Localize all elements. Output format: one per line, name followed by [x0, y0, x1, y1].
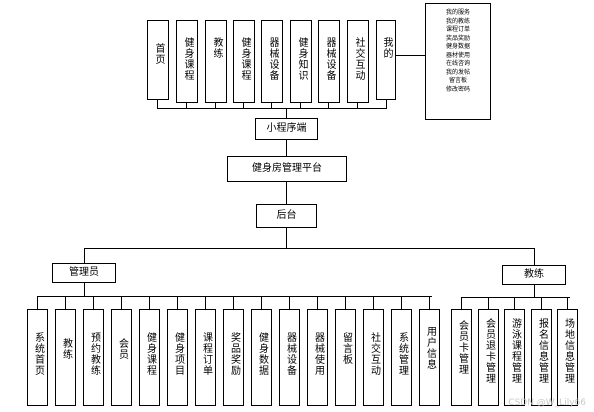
admin-module-label: 课程订单	[200, 332, 212, 376]
mine-item: 器材使用	[445, 51, 470, 59]
admin-module-label: 器械使用	[312, 332, 324, 376]
admin-node: 管理员	[52, 263, 116, 283]
admin-module-label: 健身数据	[256, 332, 268, 376]
admin-module-prize-reward: 奖品奖励	[223, 309, 244, 406]
coach-module-registration-info: 报名信息管理	[531, 309, 552, 406]
mp-module-mine: 我的	[376, 20, 396, 100]
admin-module-label: 预约教练	[88, 332, 100, 376]
mp-module-label: 健身课程	[182, 37, 193, 81]
coach-module-label: 会员卡管理	[456, 320, 468, 375]
mp-module-equipment: 器械设备	[261, 20, 283, 103]
admin-module-label: 健身课程	[144, 332, 156, 376]
admin-module-coach: 教练	[55, 309, 76, 406]
admin-module-label: 系统管理	[396, 332, 408, 376]
mp-module-label: 社交互动	[353, 37, 364, 81]
mp-module-fitness-course-2: 健身课程	[233, 20, 255, 103]
coach-module-venue-info: 场地信息管理	[557, 309, 578, 406]
mp-module-home: 首页	[147, 20, 169, 100]
mine-item: 健身数据	[445, 43, 470, 50]
admin-module-label: 留言板	[340, 332, 352, 365]
admin-module-equipment: 器械设备	[279, 309, 300, 406]
admin-module-fitness-project: 健身项目	[167, 309, 188, 406]
admin-module-fitness-data: 健身数据	[251, 309, 272, 406]
admin-module-label: 会员	[116, 338, 128, 360]
admin-module-label: 用户信息	[424, 326, 436, 370]
coach-node: 教练	[502, 265, 566, 285]
mine-item: 在线咨询	[445, 60, 470, 67]
admin-module-system-home: 系统首页	[27, 309, 48, 406]
mine-item: 我的教练	[445, 17, 470, 25]
admin-module-fitness-course: 健身课程	[139, 309, 160, 406]
mp-module-coach: 教练	[205, 20, 227, 103]
backend-label: 后台	[276, 210, 297, 221]
admin-module-book-coach: 预约教练	[83, 309, 104, 406]
admin-module-label: 系统首页	[32, 332, 44, 376]
admin-module-label: 器械设备	[284, 332, 296, 376]
admin-module-user-info: 用户信息	[419, 309, 440, 406]
platform-node: 健身房管理平台	[227, 156, 347, 182]
coach-module-member-card-refund: 会员退卡管理	[478, 309, 499, 406]
mp-module-social: 社交互动	[347, 20, 369, 103]
mp-module-label: 器械设备	[324, 37, 335, 81]
coach-module-member-card: 会员卡管理	[451, 309, 472, 406]
mp-module-label: 健身知识	[296, 37, 307, 81]
admin-module-label: 社交互动	[368, 332, 380, 376]
admin-label: 管理员	[69, 267, 99, 278]
backend-node: 后台	[256, 204, 317, 228]
mp-module-label: 器械设备	[267, 37, 278, 81]
coach-module-label: 游泳课程管理	[509, 318, 521, 384]
admin-module-label: 健身项目	[172, 332, 184, 376]
coach-module-label: 会员退卡管理	[483, 318, 495, 384]
mine-item: 奖品奖励	[445, 34, 470, 42]
admin-module-member: 会员	[111, 309, 132, 406]
admin-module-label: 奖品奖励	[228, 332, 240, 376]
admin-module-label: 教练	[60, 338, 72, 360]
mine-item: 我的服务	[445, 9, 470, 16]
coach-module-label: 报名信息管理	[536, 318, 548, 384]
mp-module-label: 我的	[381, 37, 392, 59]
mp-module-equipment-2: 器械设备	[318, 20, 340, 103]
admin-module-social: 社交互动	[363, 309, 384, 406]
mp-module-fitness-course: 健身课程	[176, 20, 198, 103]
platform-label: 健身房管理平台	[252, 163, 322, 174]
admin-module-system-management: 系统管理	[391, 309, 412, 406]
mp-module-label: 教练	[211, 37, 222, 59]
miniprogram-label: 小程序端	[266, 123, 307, 134]
miniprogram-node: 小程序端	[255, 118, 318, 140]
coach-module-swimming-course: 游泳课程管理	[504, 309, 525, 406]
coach-label: 教练	[524, 269, 544, 280]
admin-module-equipment-usage: 器械使用	[307, 309, 328, 406]
mp-module-label: 健身课程	[239, 37, 250, 81]
mine-item: 修改密码	[445, 85, 470, 93]
mine-item: 我的发帖	[445, 68, 470, 76]
admin-module-message-board: 留言板	[335, 309, 356, 406]
mp-module-label: 首页	[153, 43, 164, 65]
watermark: CSDN @W_Lily66	[508, 398, 586, 408]
mine-items-list: 我的服务 我的教练 课程订单 奖品奖励 健身数据 器材使用 在线咨询 我的发帖 …	[425, 3, 491, 120]
coach-module-label: 场地信息管理	[562, 318, 574, 384]
admin-module-course-order: 课程订单	[195, 309, 216, 406]
mine-item: 课程订单	[445, 26, 470, 33]
mine-item: 留言板	[448, 77, 467, 84]
mp-module-fitness-knowledge: 健身知识	[290, 20, 312, 103]
